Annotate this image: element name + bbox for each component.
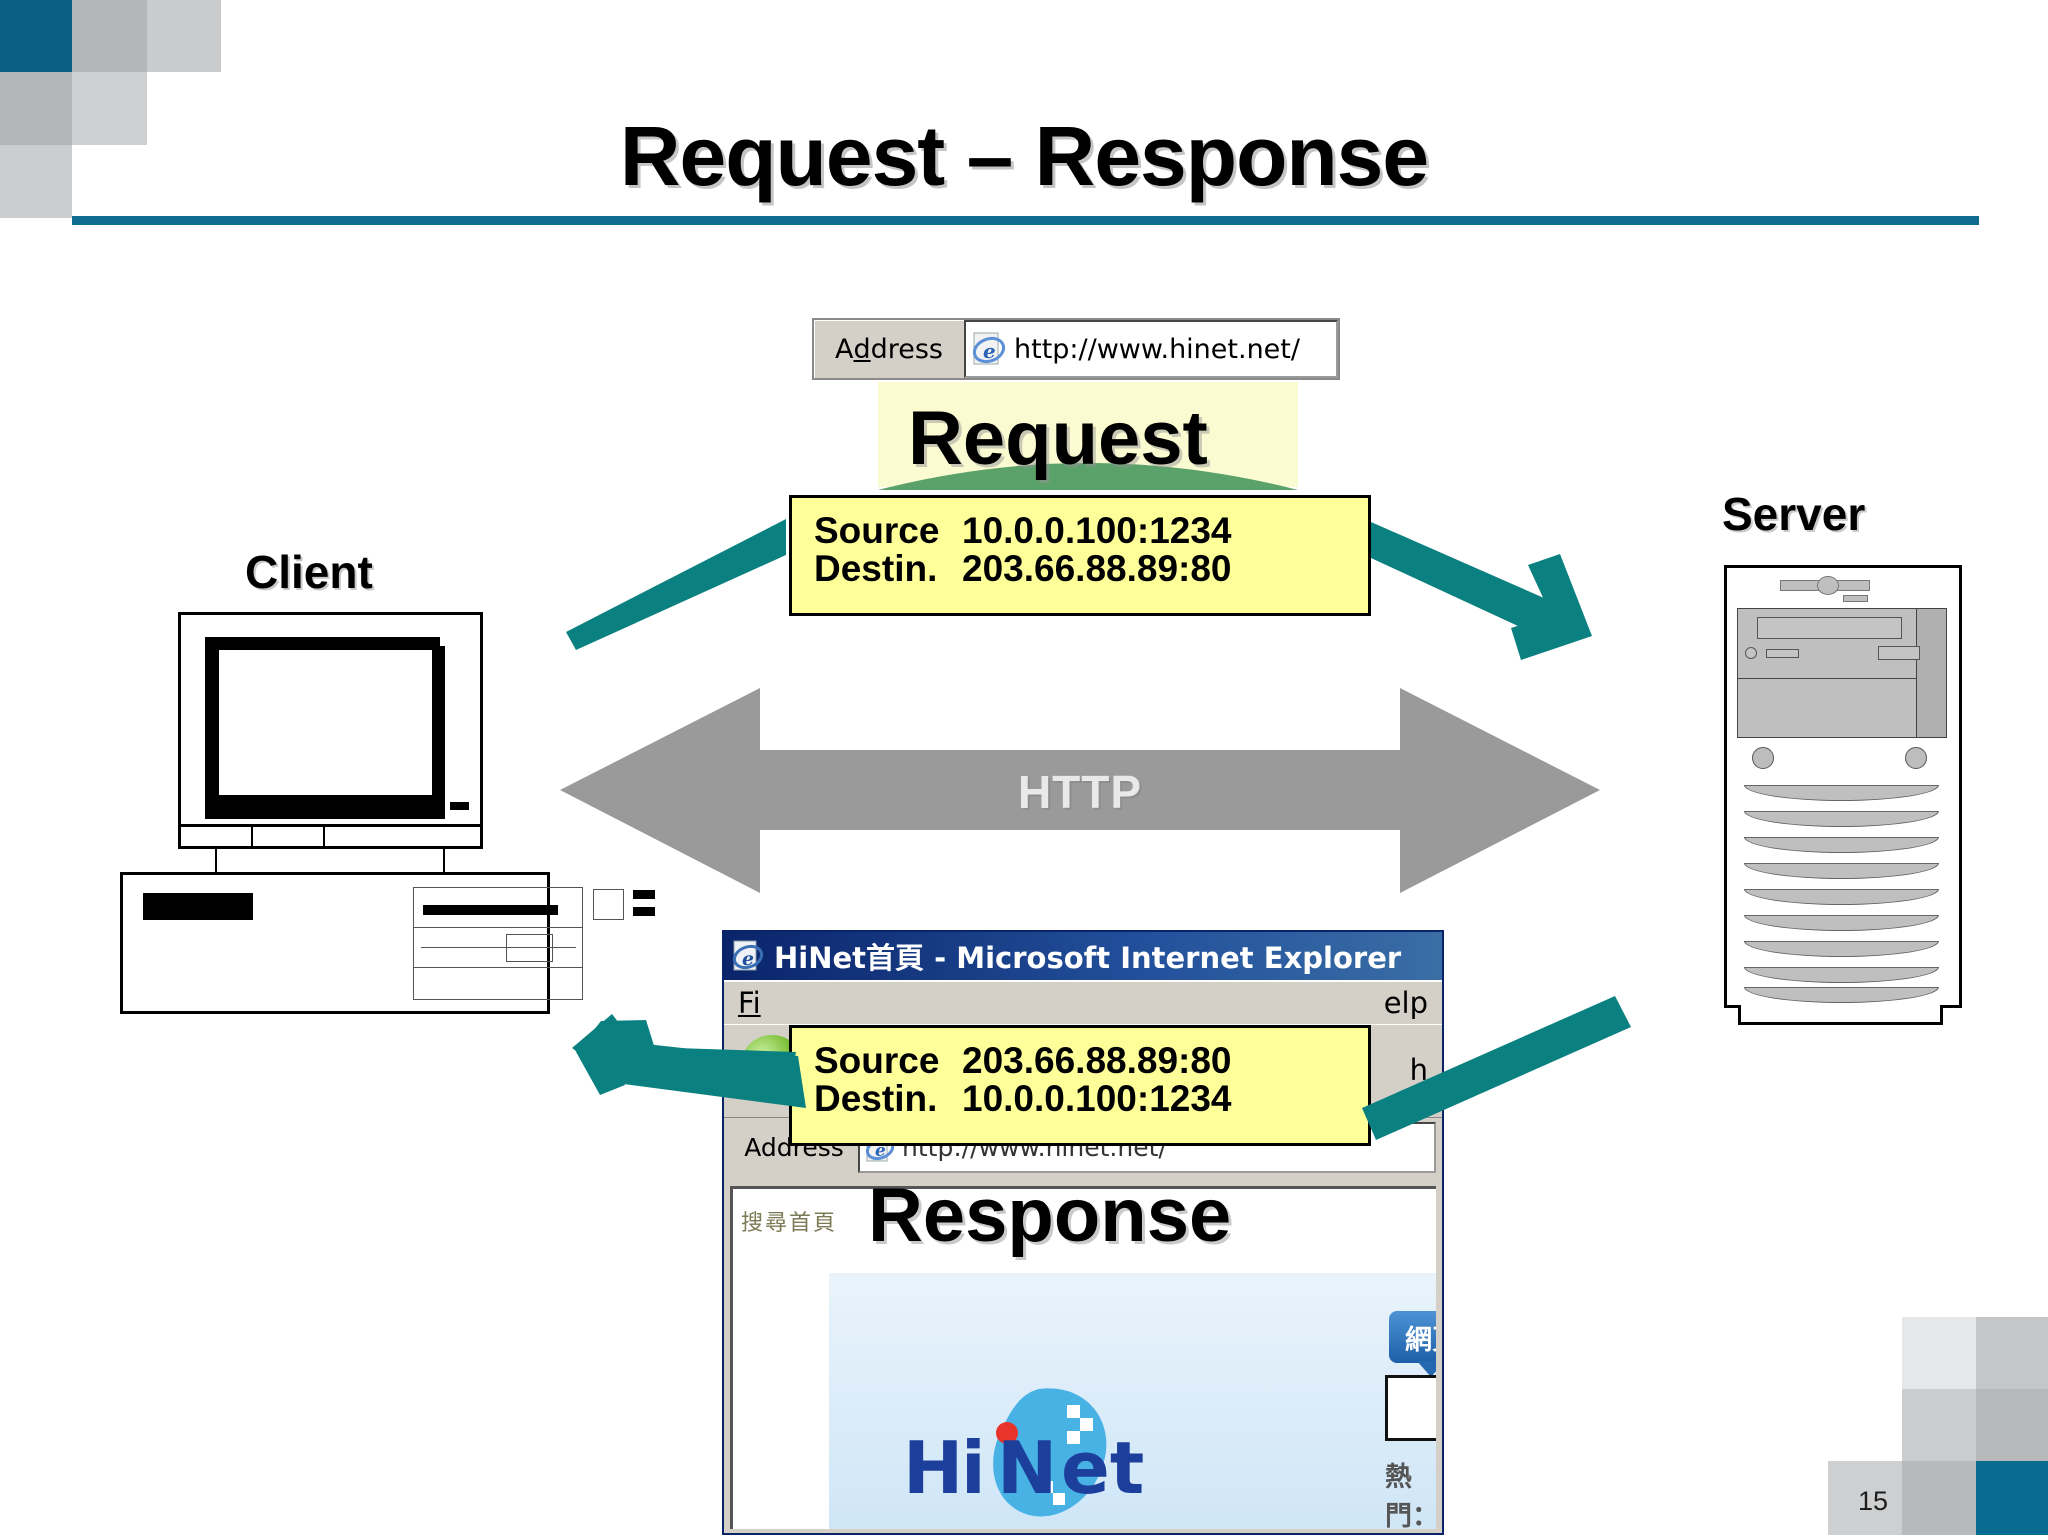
corner-block-br-grey-2 [1976, 1317, 2048, 1389]
svg-text:e: e [742, 948, 754, 970]
svg-text:e: e [875, 1141, 886, 1161]
address-label-d: d [853, 333, 871, 365]
search-tab-web[interactable]: 網頁 [1389, 1311, 1436, 1377]
http-protocol-label: HTTP [1017, 766, 1143, 818]
request-arrow-head [1511, 554, 1592, 660]
corner-block-br-grey-4 [1976, 1389, 2048, 1461]
server-caption: Server [1722, 488, 1866, 540]
corner-block-grey-2 [147, 0, 221, 72]
internet-explorer-icon: e [972, 332, 1006, 366]
page-title: Request – Response [619, 109, 1429, 203]
browser-title-text: HiNet首頁 - Microsoft Internet Explorer [774, 941, 1402, 975]
svg-text:et: et [1061, 1426, 1144, 1510]
response-source-key: Source [814, 1040, 940, 1081]
page-number: 15 [1857, 1486, 1888, 1516]
corner-block-grey-4 [72, 72, 147, 145]
request-arrow-right-segment [1371, 522, 1560, 638]
response-destin-key: Destin. [814, 1078, 938, 1120]
request-arrow-left-segment [566, 519, 786, 650]
corner-block-br-grey-3 [1902, 1389, 1976, 1461]
response-word: Response [868, 1173, 1232, 1258]
request-word: Request [908, 396, 1208, 481]
browser-title-bar: e HiNet首頁 - Microsoft Internet Explorer [724, 932, 1442, 980]
corner-block-teal-bottom-right [1976, 1461, 2048, 1535]
double-headed-arrow-icon [560, 688, 1600, 893]
hot-keywords-label: 熱門： [1385, 1462, 1436, 1529]
svg-text:N: N [997, 1426, 1057, 1510]
menu-item-help[interactable]: elp [1383, 986, 1428, 1020]
address-input[interactable]: e http://www.hinet.net/ [964, 320, 1338, 378]
toolbar-right-text: h [1409, 1053, 1428, 1087]
request-source-row: Source 10.0.0.100:1234 [814, 510, 1346, 551]
svg-text:i: i [961, 1426, 986, 1510]
desktop-computer-icon [120, 612, 655, 1042]
response-destin-value: 10.0.0.100:1234 [962, 1078, 1232, 1120]
request-destin-value: 203.66.88.89:80 [962, 548, 1232, 590]
request-destin-row: Destin. 203.66.88.89:80 [814, 548, 1346, 590]
corner-block-grey-1 [72, 0, 147, 72]
response-arrow-head [578, 1020, 656, 1078]
svg-text:H: H [903, 1426, 963, 1510]
title-divider-rule [72, 216, 1979, 225]
corner-block-br-grey-6 [1902, 1461, 1976, 1535]
address-url-text: http://www.hinet.net/ [1014, 333, 1300, 365]
request-green-curve [878, 440, 1298, 490]
client-caption: Client [245, 546, 373, 598]
corner-block-grey-5 [0, 145, 72, 218]
menu-item-file[interactable]: Fi [738, 986, 761, 1020]
server-tower-icon [1700, 553, 1980, 1033]
page-nav-text: 搜尋首頁 [741, 1211, 838, 1236]
corner-block-grey-3 [0, 72, 72, 145]
corner-block-br-grey-5 [1828, 1461, 1902, 1535]
request-packet-box: Source 10.0.0.100:1234 Destin. 203.66.88… [789, 495, 1371, 616]
response-source-value: 203.66.88.89:80 [962, 1040, 1232, 1081]
corner-block-br-grey-1 [1902, 1317, 1976, 1389]
response-destin-row: Destin. 10.0.0.100:1234 [814, 1078, 1346, 1120]
browser-page-content: 搜尋首頁 H i N et 網頁 熱門： [730, 1186, 1436, 1529]
browser-menu-bar[interactable]: Fi elp [724, 980, 1442, 1024]
address-label-a: A [834, 333, 854, 365]
hinet-logo: H i N et [889, 1377, 1229, 1527]
svg-text:e: e [983, 339, 996, 363]
corner-block-teal-top-left [0, 0, 72, 72]
request-destin-key: Destin. [814, 548, 938, 590]
request-source-key: Source [814, 510, 940, 551]
request-source-value: 10.0.0.100:1234 [962, 510, 1232, 551]
search-input[interactable] [1385, 1375, 1436, 1441]
response-source-row: Source 203.66.88.89:80 [814, 1040, 1346, 1081]
address-label-rest: dress [870, 333, 944, 365]
internet-explorer-icon: e [732, 940, 764, 972]
response-packet-box: Source 203.66.88.89:80 Destin. 10.0.0.10… [789, 1025, 1371, 1146]
